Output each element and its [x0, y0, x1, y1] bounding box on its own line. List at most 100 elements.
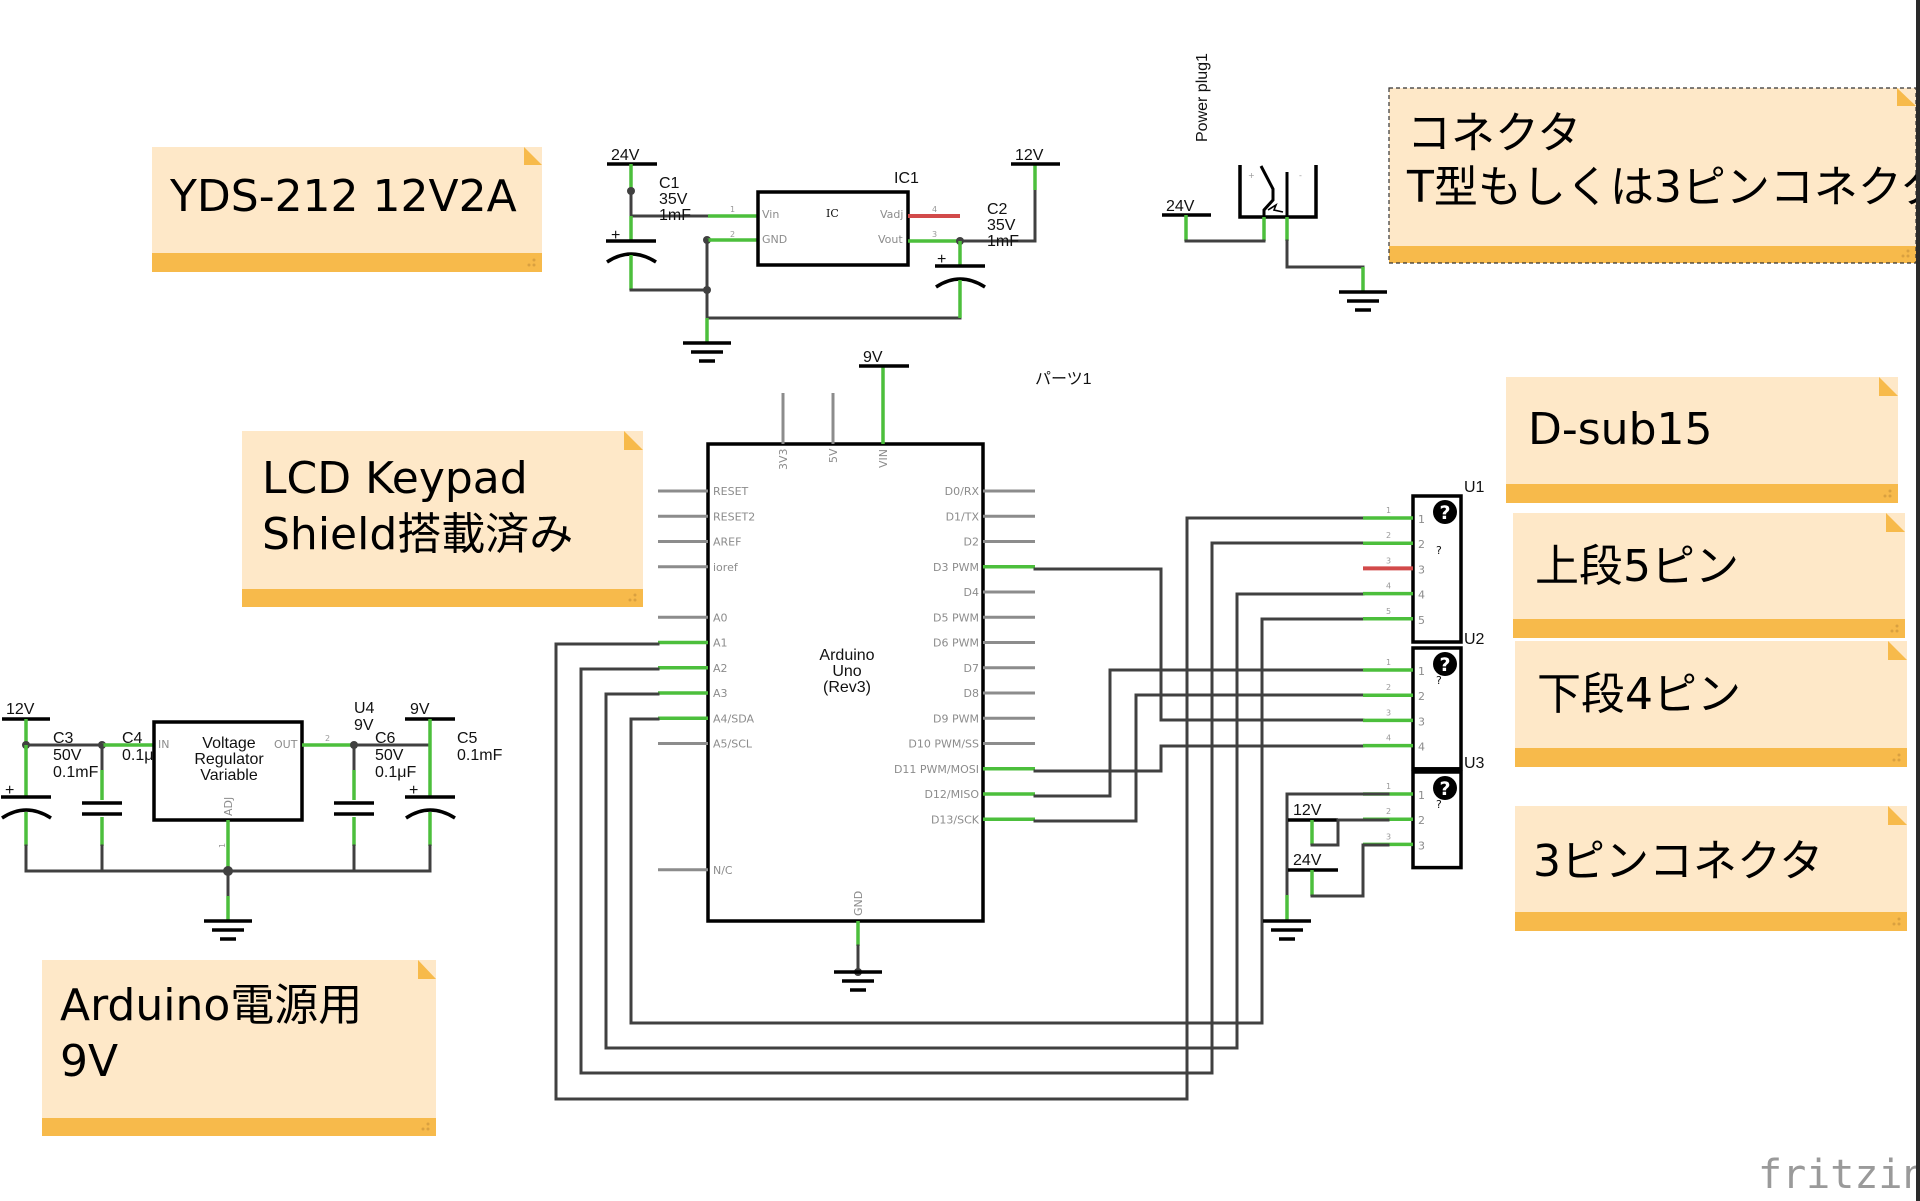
note-resize-grip[interactable]: [1892, 753, 1901, 762]
note-resize-grip[interactable]: [628, 593, 637, 602]
voltage-regulator-u4[interactable]: Voltage Regulator Variable IN OUT ADJ 2 …: [152, 700, 375, 848]
power-label-24v: 24V: [1293, 852, 1322, 869]
pin-number: 3: [1386, 708, 1391, 717]
note-lower[interactable]: 下段4ピン: [1515, 641, 1907, 767]
note-connector[interactable]: コネクタ T型もしくは3ピンコネクタ: [1388, 87, 1920, 264]
note-text-line-1: コネクタ: [1407, 108, 1581, 159]
note-arduino-power[interactable]: Arduino電源用 9V: [42, 960, 436, 1136]
wire-d11[interactable]: [1033, 744, 1365, 773]
pin-label: 5: [1418, 614, 1425, 627]
power-label-12v: 12V: [1015, 147, 1044, 164]
wire-a1[interactable]: [554, 516, 1365, 1101]
pin-number: 2: [325, 734, 330, 743]
wire-d13[interactable]: [1033, 693, 1365, 823]
note-corner: [624, 431, 643, 450]
pin-label: D1/TX: [946, 510, 980, 523]
fritzing-logo: fritzing: [1758, 1152, 1920, 1198]
c6-ref: C6: [375, 730, 396, 747]
note-lcd[interactable]: LCD Keypad Shield搭載済み: [242, 431, 643, 607]
note-bar: [1513, 619, 1905, 638]
note-3pin[interactable]: 3ピンコネクタ: [1515, 806, 1907, 931]
note-text: 上段5ピン: [1535, 541, 1739, 592]
pin-label: D12/MISO: [924, 788, 979, 801]
pin-label: 3: [1418, 715, 1425, 728]
pin-label: Vout: [878, 233, 903, 246]
note-text: 下段4ピン: [1537, 669, 1741, 720]
note-bar: [152, 253, 542, 272]
capacitor-c1[interactable]: + C1 35V 1mF: [606, 175, 691, 290]
power-label-24v: 24V: [611, 147, 640, 164]
wire-d12[interactable]: [1033, 668, 1365, 798]
note-yds[interactable]: YDS-212 12V2A: [152, 147, 542, 272]
ic1[interactable]: IC1 IC Vin GND Vadj Vout 1 2 4 3: [730, 170, 937, 267]
pin-label-vin: VIN: [877, 449, 890, 468]
capacitor-c2[interactable]: + C2 35V 1mF: [935, 201, 1019, 318]
arduino-left-pins: RESETRESET2AREFiorefA0A1A2A3A4/SDAA5/SCL…: [658, 485, 755, 877]
u3-power-wiring: 12V 24V: [1263, 792, 1390, 941]
wire-a3[interactable]: [604, 592, 1365, 1050]
pin-number: 5: [1386, 607, 1391, 616]
note-resize-grip[interactable]: [527, 258, 536, 267]
capacitor-c5[interactable]: + C5 0.1mF: [405, 730, 503, 873]
pin-number: 1: [1386, 782, 1391, 791]
note-text-line-1: Arduino電源用: [60, 980, 362, 1031]
polarity-plus: +: [409, 782, 418, 799]
polarity-plus: +: [5, 782, 14, 799]
note-upper[interactable]: 上段5ピン: [1513, 513, 1905, 638]
pin-label: RESET2: [713, 510, 755, 523]
note-text-line-2: Shield搭載済み: [262, 509, 573, 560]
note-bar: [242, 589, 643, 607]
arduino-uno[interactable]: Arduino Uno (Rev3) 3V3 5V VIN 9V GND RES…: [658, 349, 1035, 992]
pin-number: 4: [1386, 734, 1391, 743]
power-plug[interactable]: Power plug1 24V + -: [1162, 53, 1387, 312]
pin-label: D6 PWM: [933, 637, 979, 650]
pin-label: 2: [1418, 814, 1425, 827]
window-edge: [1916, 0, 1920, 1201]
connector-ref: U3: [1464, 755, 1485, 772]
wire-a4[interactable]: [629, 617, 1365, 1025]
capacitor-c3[interactable]: + C3 50V 0.1mF: [1, 730, 99, 873]
capacitor-c4[interactable]: C4 0.1μF: [82, 730, 163, 873]
minus-label: -: [1299, 171, 1302, 180]
note-resize-grip[interactable]: [1883, 489, 1892, 498]
note-resize-grip[interactable]: [421, 1122, 430, 1131]
regulator-circuit: 12V + C3 50V 0.1mF C4 0.1μF: [1, 700, 503, 941]
wire-d3[interactable]: [1033, 567, 1365, 722]
pin-label: A4/SDA: [713, 712, 754, 725]
note-resize-grip[interactable]: [1890, 624, 1899, 633]
pin-label: 3: [1418, 563, 1425, 576]
note-dsub[interactable]: D-sub15: [1506, 377, 1898, 503]
question-mark-circle-icon: ?: [1433, 652, 1457, 676]
selection-outline: [1388, 87, 1917, 264]
pin-label: D4: [964, 586, 979, 599]
pin-label: A3: [713, 687, 728, 700]
pin-label-5v: 5V: [827, 448, 840, 463]
polarity-plus: +: [611, 227, 620, 244]
note-bar: [42, 1118, 436, 1136]
regulator-body-label: Variable: [200, 767, 258, 784]
connector-value: ?: [1436, 674, 1442, 687]
note-resize-grip[interactable]: [1892, 917, 1901, 926]
ground-icon: [1339, 290, 1387, 312]
power-label-12v: 12V: [1293, 802, 1322, 819]
pin-number: 4: [932, 205, 937, 214]
wire-a2[interactable]: [579, 541, 1365, 1075]
capacitor-c6[interactable]: C6 50V 0.1μF: [334, 730, 416, 873]
plus-label: +: [1248, 171, 1255, 180]
ground-icon: [1263, 919, 1311, 941]
ground-icon: [834, 970, 882, 992]
wires: [554, 516, 1365, 1101]
c6-value: 0.1μF: [375, 764, 416, 781]
note-corner: [1886, 513, 1905, 532]
ic1-body-label: IC: [826, 207, 839, 220]
note-corner: [418, 960, 436, 979]
note-body: [1513, 513, 1905, 638]
note-body: [42, 960, 436, 1136]
c2-ref: C2: [987, 201, 1008, 218]
note-body: [1506, 377, 1898, 503]
note-resize-grip[interactable]: [1901, 249, 1910, 258]
